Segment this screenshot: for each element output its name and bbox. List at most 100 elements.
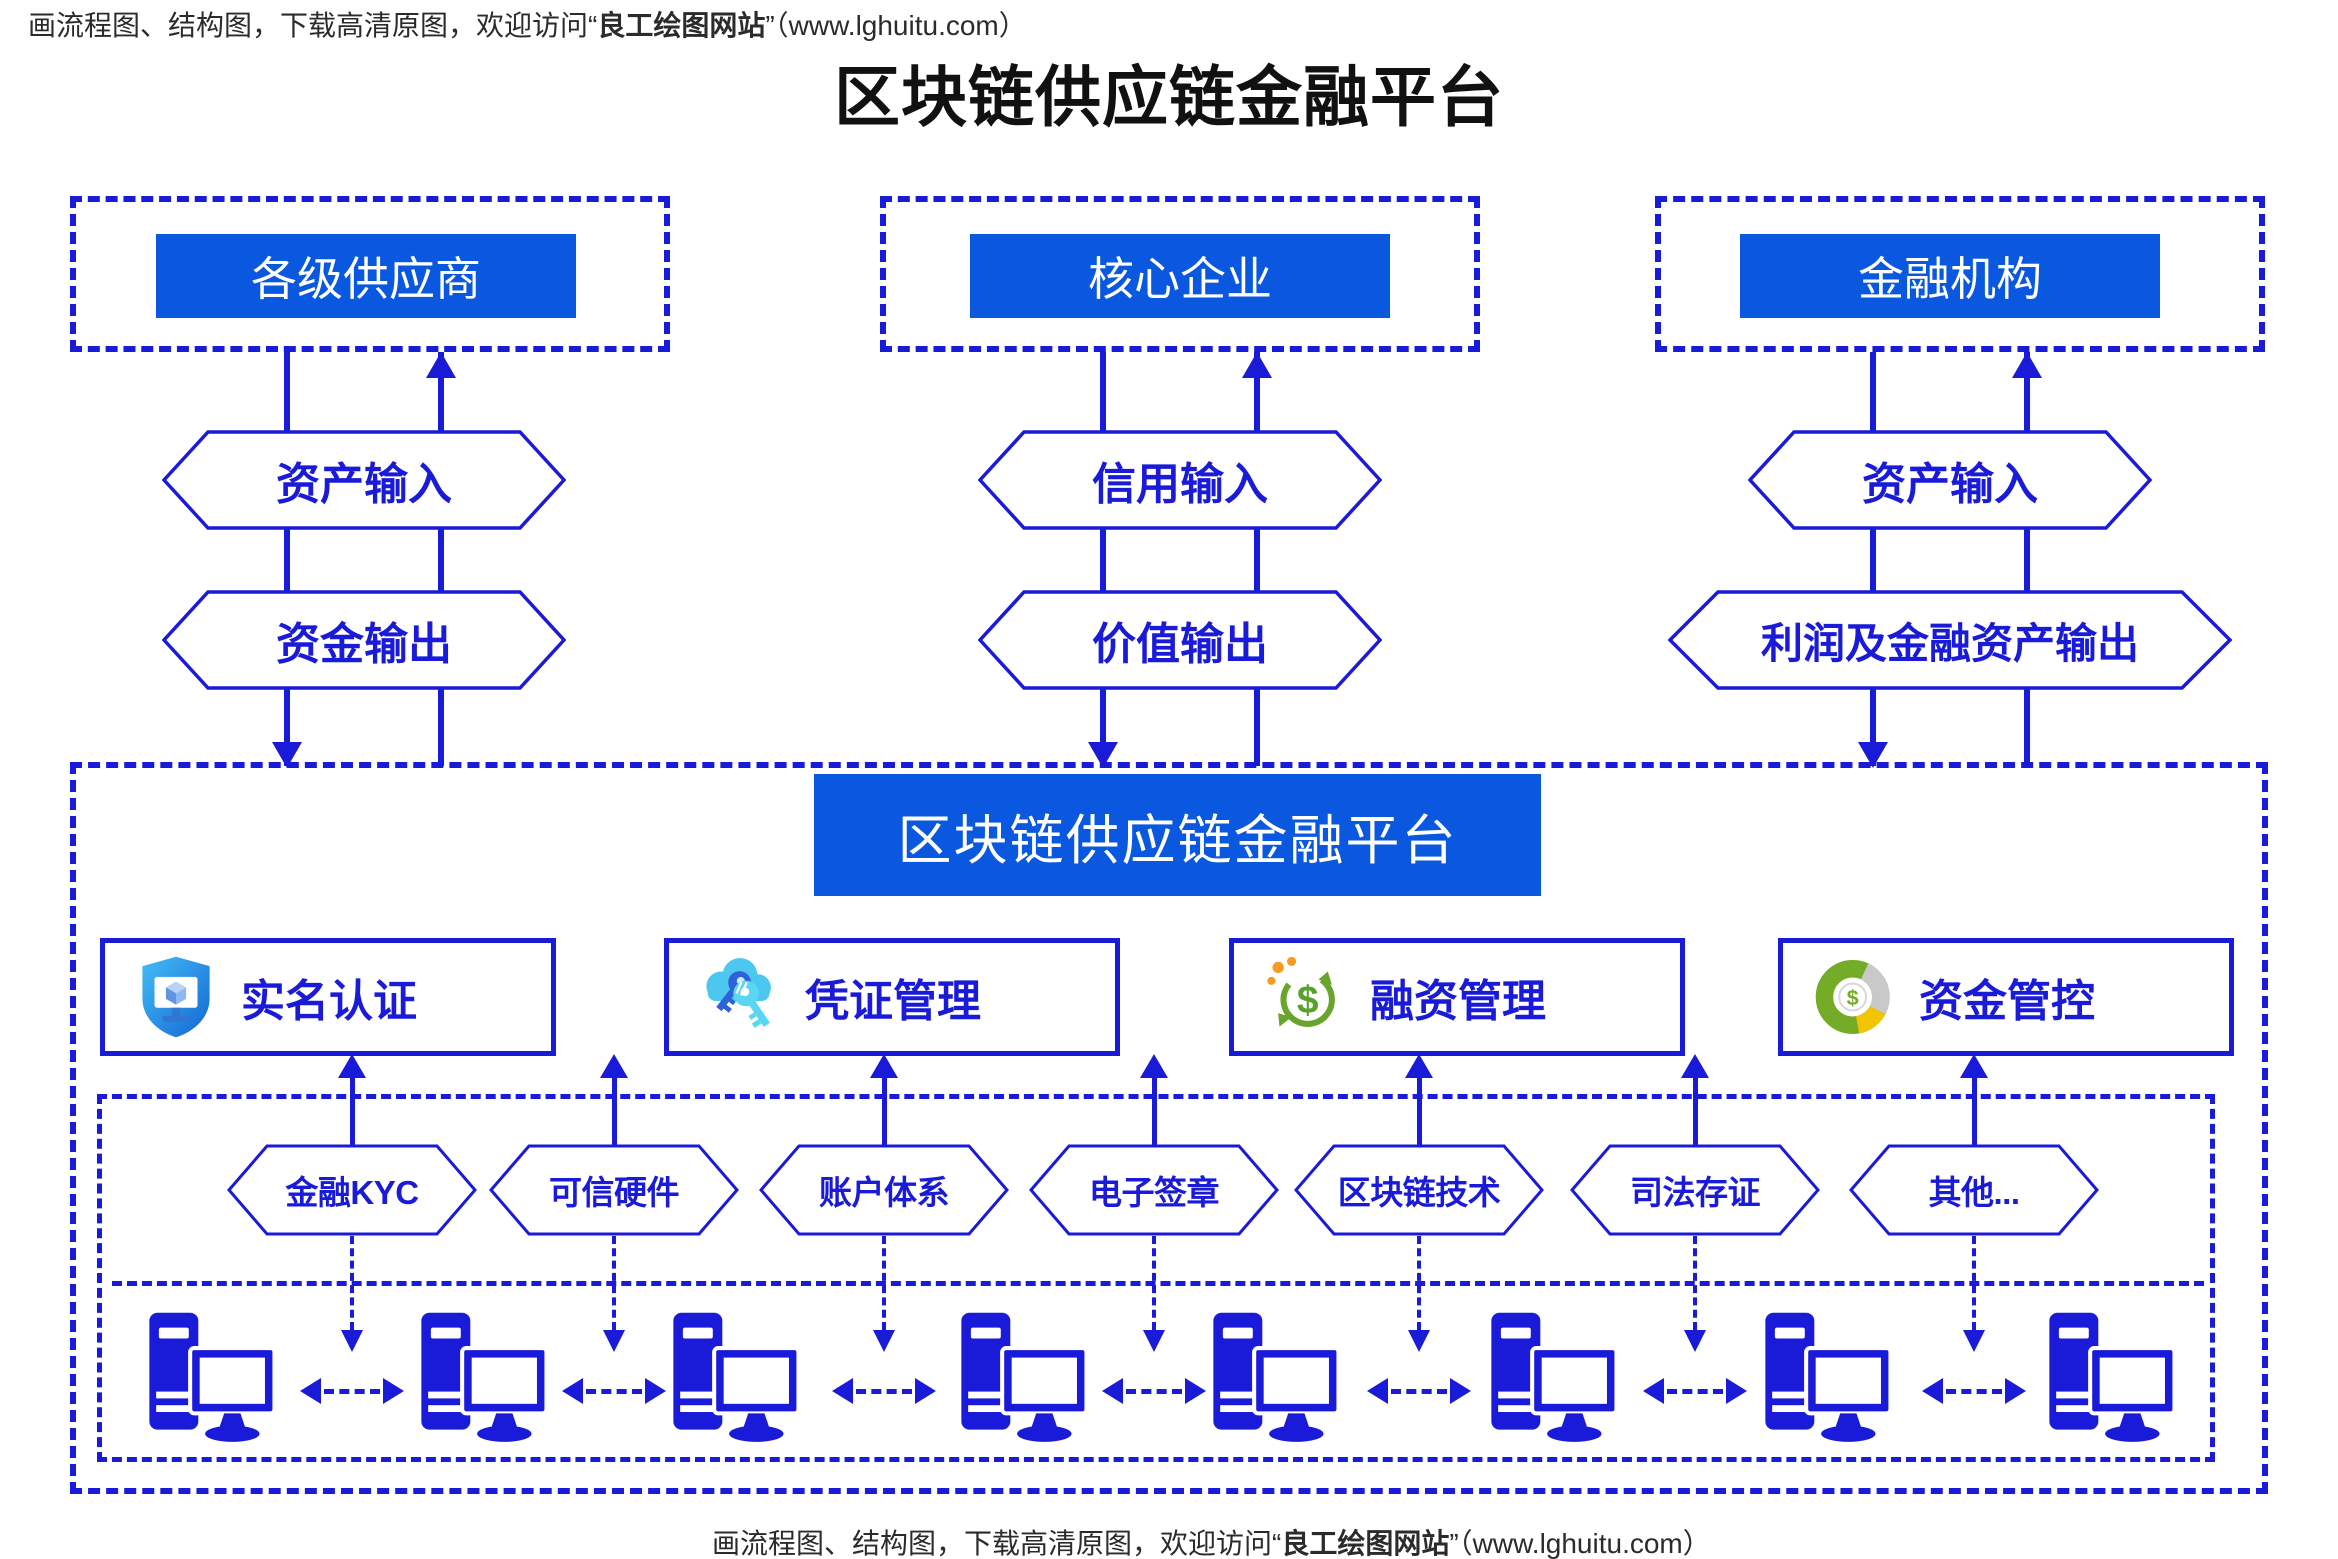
watermark-suffix: ”（www.lghuitu.com）: [1449, 1528, 1711, 1559]
hexagon-shape: [1668, 590, 2232, 690]
flow-line-down: [284, 352, 290, 766]
arrow-down-icon: [272, 742, 302, 768]
hexagon-fund-output: 资金输出: [162, 590, 566, 690]
arrow-down-icon: [341, 1330, 363, 1352]
capability-line: [1152, 1076, 1157, 1146]
hexagon-shape: [978, 590, 1382, 690]
watermark-brand: 良工绘图网站: [1281, 1528, 1450, 1559]
actor-frame-suppliers: [70, 196, 670, 352]
flow-line-down: [1100, 352, 1106, 766]
capability-line: [882, 1076, 887, 1146]
computer-node-icon: [141, 1310, 291, 1446]
hexagon-asset-input-fi: 资产输入: [1748, 430, 2152, 530]
hexagon-label: 信用输入: [1092, 460, 1268, 509]
hexagon-label: 司法存证: [1630, 1174, 1761, 1211]
actor-label: 各级供应商: [251, 253, 481, 305]
arrow-up-icon: [1242, 352, 1272, 378]
flow-line-up: [1254, 352, 1260, 766]
computer-node-icon: [1757, 1310, 1907, 1446]
hexagon-electronic-signature: 电子签章: [1029, 1144, 1279, 1236]
donut-chart-dollar-icon: $: [1815, 960, 1890, 1034]
peer-link-arrow: [1367, 1378, 1471, 1404]
hexagon-shape: [1570, 1144, 1820, 1236]
computer-node-icon: [1483, 1310, 1633, 1446]
actor-box-core-enterprise: 核心企业: [970, 234, 1390, 318]
hexagon-shape: [1294, 1144, 1544, 1236]
platform-header: 区块链供应链金融平台: [814, 774, 1541, 896]
arrow-up-icon: [600, 1054, 628, 1078]
hexagon-label: 资产输入: [1862, 460, 2038, 509]
hexagon-label: 资产输入: [276, 460, 452, 509]
arrow-down-icon: [1858, 742, 1888, 768]
hexagon-label: 区块链技术: [1337, 1174, 1501, 1211]
arrow-up-icon: [1405, 1054, 1433, 1078]
feature-box-fund-control: $ 资金管控: [1778, 938, 2234, 1056]
computer-node-icon: [665, 1310, 815, 1446]
cloud-keys-icon: [706, 958, 771, 1028]
actor-box-suppliers: 各级供应商: [156, 234, 576, 318]
hexagon-label: 电子签章: [1089, 1174, 1220, 1211]
watermark-brand: 良工绘图网站: [597, 10, 766, 41]
feature-box-credential-mgmt: 凭证管理: [664, 938, 1120, 1056]
arrow-up-icon: [1960, 1054, 1988, 1078]
hexagon-shape: [1748, 430, 2152, 530]
feature-box-realname-auth: 实名认证: [100, 938, 556, 1056]
actor-frame-core-enterprise: [880, 196, 1480, 352]
computer-node-icon: [2041, 1310, 2191, 1446]
hexagon-shape: [227, 1144, 477, 1236]
peer-link-arrow: [1102, 1378, 1206, 1404]
hexagon-label: 其他...: [1928, 1174, 2020, 1211]
shield-monitor-icon: [142, 956, 210, 1038]
hexagon-profit-output: 利润及金融资产输出: [1668, 590, 2232, 690]
arrow-down-icon: [603, 1330, 625, 1352]
hexagon-label: 可信硬件: [549, 1174, 680, 1211]
hexagon-trusted-hardware: 可信硬件: [489, 1144, 739, 1236]
actor-frame-financial-institution: [1655, 196, 2265, 352]
peer-link-arrow: [300, 1378, 404, 1404]
peer-link-arrow: [832, 1378, 936, 1404]
hexagon-label: 金融KYC: [285, 1174, 419, 1211]
flow-line-up: [438, 352, 444, 766]
hexagon-credit-input: 信用输入: [978, 430, 1382, 530]
arrow-up-icon: [2012, 352, 2042, 378]
svg-text:$: $: [1297, 979, 1319, 1022]
hexagon-label: 价值输出: [1092, 620, 1268, 669]
hexagon-shape: [1029, 1144, 1279, 1236]
arrow-down-icon: [1143, 1330, 1165, 1352]
watermark-prefix: 画流程图、结构图，下载高清原图，欢迎访问“: [28, 10, 598, 41]
page-title: 区块链供应链金融平台: [834, 60, 1504, 134]
feature-label: 凭证管理: [805, 977, 981, 1026]
watermark-prefix: 画流程图、结构图，下载高清原图，欢迎访问“: [712, 1528, 1282, 1559]
hexagon-others: 其他...: [1849, 1144, 2099, 1236]
hexagon-value-output: 价值输出: [978, 590, 1382, 690]
light-key: [733, 980, 770, 1028]
arrow-down-icon: [1408, 1330, 1430, 1352]
hexagon-shape: [162, 590, 566, 690]
platform-header-label: 区块链供应链金融平台: [897, 810, 1458, 871]
platform-frame: [70, 762, 2268, 1494]
capability-line: [1693, 1076, 1698, 1146]
computer-node-icon: [953, 1310, 1103, 1446]
actor-box-financial-institution: 金融机构: [1740, 234, 2160, 318]
arrow-down-icon: [1684, 1330, 1706, 1352]
hexagon-label: 账户体系: [819, 1174, 950, 1211]
capability-line: [612, 1076, 617, 1146]
dollar-cycle-icon: $: [1267, 956, 1335, 1027]
peer-link-arrow: [1922, 1378, 2026, 1404]
arrow-up-icon: [426, 352, 456, 378]
feature-label: 资金管控: [1919, 977, 2095, 1026]
bottom-watermark: 画流程图、结构图，下载高清原图，欢迎访问“良工绘图网站”（www.lghuitu…: [712, 1522, 1711, 1559]
hexagon-shape: [1849, 1144, 2099, 1236]
hexagon-shape: [489, 1144, 739, 1236]
computer-node-icon: [413, 1310, 563, 1446]
capability-line: [1972, 1076, 1977, 1146]
arrow-up-icon: [1681, 1054, 1709, 1078]
hexagon-account-system: 账户体系: [759, 1144, 1009, 1236]
svg-text:$: $: [1847, 986, 1859, 1010]
hexagon-label: 资金输出: [276, 620, 452, 669]
hexagon-label: 利润及金融资产输出: [1760, 619, 2139, 667]
hexagon-shape: [162, 430, 566, 530]
top-watermark: 画流程图、结构图，下载高清原图，欢迎访问“良工绘图网站”（www.lghuitu…: [28, 4, 1027, 44]
hexagon-shape: [759, 1144, 1009, 1236]
